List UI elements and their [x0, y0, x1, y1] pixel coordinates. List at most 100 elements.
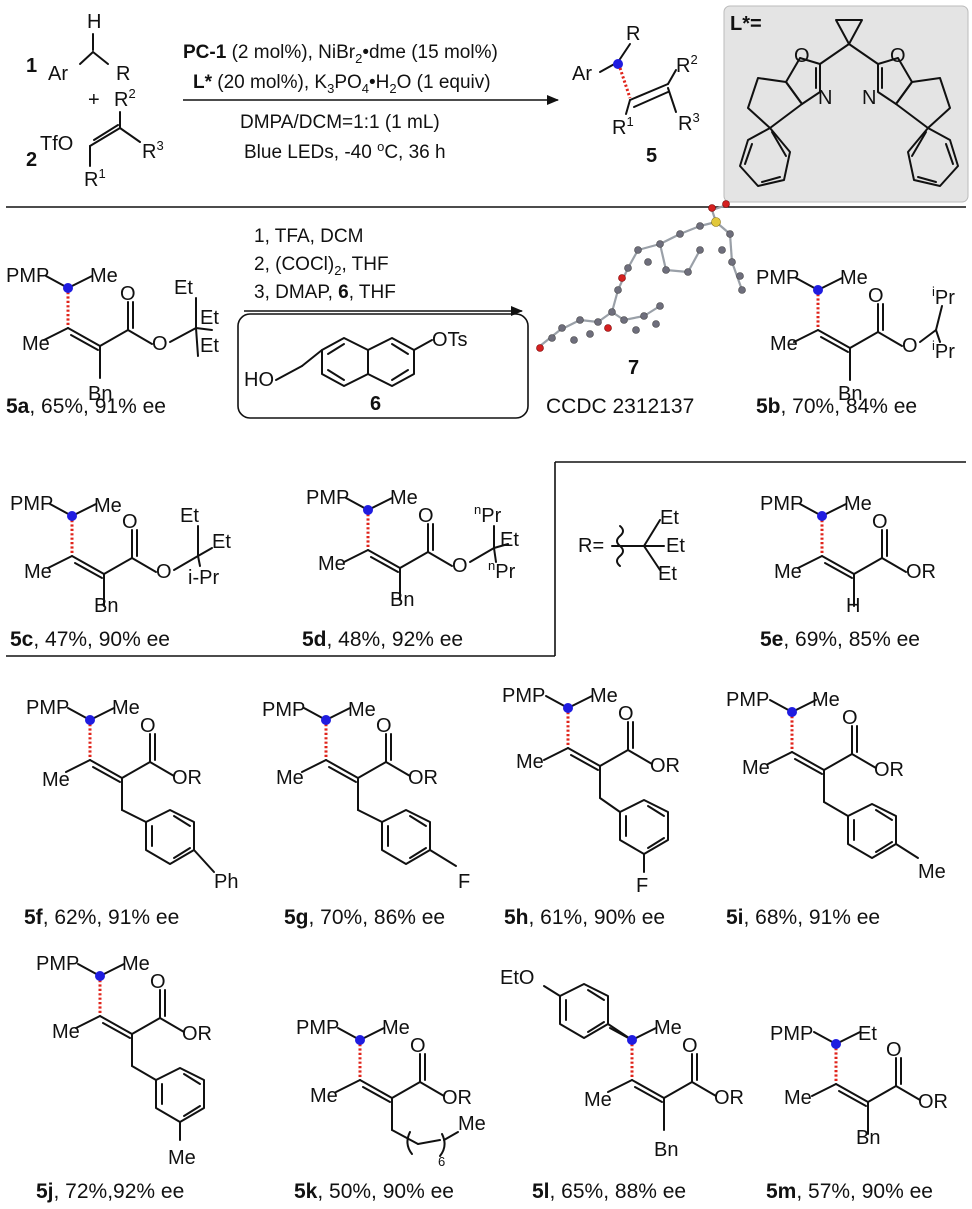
caption-5e: 5e, 69%, 85% ee [760, 628, 920, 651]
r-label: R [116, 63, 130, 85]
methyl-label: Me [584, 1089, 612, 1111]
ethyl-label: Et [212, 531, 231, 553]
ester-or-label: OR [182, 1023, 212, 1045]
pmp-label: PMP [306, 487, 349, 509]
pmp-label: PMP [36, 953, 79, 975]
methyl-label: Me [348, 699, 376, 721]
reactant-1-number: 1 [26, 55, 37, 77]
ester-oxygen-label: O [452, 555, 468, 577]
benzyl-label: Bn [654, 1139, 678, 1161]
reaction-conditions: PC-1 (2 mol%), NiBr2•dme (15 mol%) L* (2… [183, 42, 559, 163]
compound-5g: PMP Me Me O OR F 5g, 70%, 86% ee [262, 699, 470, 929]
ethoxy-label: EtO [500, 967, 534, 989]
ligand-oxygen-left: O [794, 45, 810, 67]
conditions-line-3: DMPA/DCM=1:1 (1 mL) [240, 112, 440, 133]
hydrogen-label: H [87, 11, 101, 33]
pmp-label: PMP [262, 699, 305, 721]
methyl-label: Me [382, 1017, 410, 1039]
caption-5b: 5b, 70%, 84% ee [756, 395, 917, 418]
ethyl-label: Et [174, 277, 193, 299]
pmp-label: PMP [296, 1017, 339, 1039]
ligand-label: L*= [730, 13, 762, 35]
carbonyl-oxygen-label: O [120, 283, 136, 305]
pmp-label: PMP [756, 267, 799, 289]
carbonyl-oxygen-label: O [140, 715, 156, 737]
hydrogen-label: H [846, 595, 860, 617]
pmp-label: PMP [760, 493, 803, 515]
ethyl-label: Et [200, 335, 219, 357]
pmp-label: PMP [502, 685, 545, 707]
benzyl-label: Bn [94, 595, 118, 617]
caption-5m: 5m, 57%, 90% ee [766, 1180, 933, 1203]
tosylate-label: OTs [432, 329, 468, 351]
aryl-label: Ar [48, 63, 68, 85]
methyl-label: Me [844, 493, 872, 515]
caption-5k: 5k, 50%, 90% ee [294, 1180, 454, 1203]
reagent-6-box [237, 313, 529, 419]
r3-label: R3 [142, 138, 164, 163]
carbonyl-oxygen-label: O [418, 505, 434, 527]
methyl-label: Me [168, 1147, 196, 1169]
general-reaction: 1 H Ar R + 2 TfO R2 R3 R1 PC-1 (2 mol%),… [26, 5, 969, 203]
product-r-label: R [626, 23, 640, 45]
caption-5l: 5l, 65%, 88% ee [532, 1180, 686, 1203]
carbonyl-oxygen-label: O [122, 511, 138, 533]
methyl-label: Me [590, 685, 618, 707]
compound-5c: PMP Me Me O O Bn Et Et i-Pr 5c, 47%, 90%… [10, 493, 231, 651]
caption-5j: 5j, 72%,92% ee [36, 1180, 184, 1203]
carbonyl-oxygen-label: O [150, 971, 166, 993]
r-definition-prefix: R= [578, 535, 604, 557]
caption-5a: 5a, 65%, 91% ee [6, 395, 166, 418]
product-aryl-label: Ar [572, 63, 592, 85]
pmp-label: PMP [26, 697, 69, 719]
methyl-label: Me [654, 1017, 682, 1039]
caption-5c: 5c, 47%, 90% ee [10, 628, 170, 651]
isopropyl-label: iPr [932, 338, 955, 363]
reagent-6-number: 6 [370, 393, 381, 415]
methyl-label: Me [112, 697, 140, 719]
ethyl-label: Et [500, 529, 519, 551]
benzyl-label: Bn [856, 1127, 880, 1149]
ligand-structure: L*= O N O N [723, 5, 969, 203]
caption-5h: 5h, 61%, 90% ee [504, 906, 665, 929]
methyl-label: Me [310, 1085, 338, 1107]
compound-5j: PMP Me Me O OR Me 5j, 72%,92% ee [36, 953, 212, 1203]
methyl-label: Me [918, 861, 946, 883]
ester-oxygen-label: O [902, 335, 918, 357]
r1-label: R1 [84, 166, 106, 191]
methyl-label: Me [770, 333, 798, 355]
compound-5b: PMP Me Me O O Bn iPr iPr 5b, 70%, 84% ee [756, 267, 955, 418]
carbonyl-oxygen-label: O [886, 1039, 902, 1061]
compound-5a: PMP Me Me O O Bn Et Et Et 5a, 65%, 91% e… [6, 265, 219, 418]
pmp-label: PMP [6, 265, 49, 287]
carbonyl-oxygen-label: O [410, 1035, 426, 1057]
compound-5m: PMP Et Me O OR Bn 5m, 57%, 90% ee [766, 1023, 948, 1203]
ester-or-label: OR [714, 1087, 744, 1109]
compound-5f: PMP Me Me O OR Ph 5f, 62%, 91% ee [24, 697, 238, 929]
caption-5i: 5i, 68%, 91% ee [726, 906, 880, 929]
r-definition: R= Et Et Et [578, 507, 685, 585]
benzyl-label: Bn [838, 383, 862, 405]
carbonyl-oxygen-label: O [682, 1035, 698, 1057]
ethyl-label: Et [666, 535, 685, 557]
compound-7-number: 7 [628, 357, 639, 379]
methyl-label: Me [122, 953, 150, 975]
ccdc-number: CCDC 2312137 [546, 395, 694, 418]
ester-oxygen-label: O [156, 561, 172, 583]
compound-5e: PMP Me Me O OR H 5e, 69%, 85% ee [760, 493, 936, 651]
ester-or-label: OR [408, 767, 438, 789]
product-number: 5 [646, 145, 657, 167]
ester-or-label: OR [874, 759, 904, 781]
product-r1-label: R1 [612, 114, 634, 139]
ester-or-label: OR [918, 1091, 948, 1113]
propyl-label: nPr [488, 558, 516, 583]
step-2: 2, (COCl)2, THF [254, 254, 389, 278]
methyl-label: Me [840, 267, 868, 289]
ethyl-label: Et [200, 307, 219, 329]
ester-or-label: OR [172, 767, 202, 789]
methyl-label: Me [22, 333, 50, 355]
caption-5g: 5g, 70%, 86% ee [284, 906, 445, 929]
ester-or-label: OR [650, 755, 680, 777]
pmp-label: PMP [726, 689, 769, 711]
